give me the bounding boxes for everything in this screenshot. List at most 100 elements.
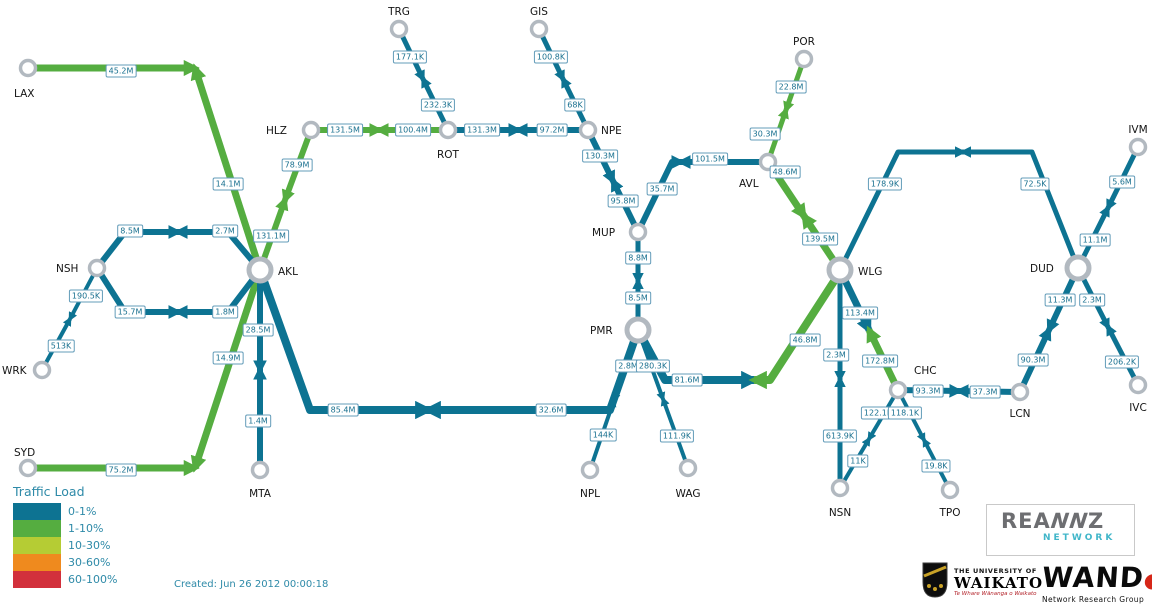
node-PMR[interactable]: [624, 316, 652, 344]
node-MUP[interactable]: [628, 222, 648, 242]
node-NSN[interactable]: [830, 478, 850, 498]
traffic-badge-wlg-nsn[interactable]: 613.9K: [822, 429, 858, 443]
legend-item: 0-1%: [13, 503, 117, 520]
traffic-badge-mup-pmr[interactable]: 8.5M: [625, 291, 651, 305]
traffic-badge-akl-mta[interactable]: 28.5M: [242, 323, 274, 337]
node-WLG[interactable]: [826, 256, 854, 284]
node-AKL[interactable]: [246, 256, 274, 284]
waikato-line1: THE UNIVERSITY OF: [954, 567, 1037, 575]
node-WRK[interactable]: [32, 360, 52, 380]
legend-item: 1-10%: [13, 520, 117, 537]
node-NSH[interactable]: [87, 258, 107, 278]
node-TRG[interactable]: [389, 19, 409, 39]
traffic-badge-syd-akl[interactable]: 14.9M: [212, 351, 244, 365]
traffic-badge-hlz-akl[interactable]: 131.1M: [253, 229, 289, 243]
node-IVM[interactable]: [1128, 137, 1148, 157]
traffic-badge-wlg-nsn[interactable]: 2.3M: [823, 348, 849, 362]
node-IVC[interactable]: [1128, 375, 1148, 395]
traffic-badge-nsh-akl-upper[interactable]: 8.5M: [117, 224, 143, 238]
traffic-badge-npe-mup[interactable]: 130.3M: [582, 149, 618, 163]
traffic-badge-mup-pmr[interactable]: 8.8M: [625, 251, 651, 265]
node-NPL[interactable]: [580, 460, 600, 480]
node-CHC[interactable]: [888, 380, 908, 400]
traffic-badge-lcn-dud[interactable]: 90.3M: [1017, 353, 1049, 367]
traffic-badge-akl-pmr[interactable]: 32.6M: [535, 403, 567, 417]
traffic-badge-lax-akl[interactable]: 14.1M: [212, 177, 244, 191]
traffic-badge-hlz-rot[interactable]: 100.4M: [395, 123, 431, 137]
node-POR[interactable]: [794, 49, 814, 69]
traffic-badge-mup-avl[interactable]: 101.5M: [692, 152, 728, 166]
traffic-badge-wlg-chc[interactable]: 113.4M: [842, 306, 878, 320]
traffic-badge-akl-mta[interactable]: 1.4M: [245, 414, 271, 428]
traffic-badge-lax-akl[interactable]: 45.2M: [105, 64, 137, 78]
link-pmr-wlg[interactable]: [748, 269, 844, 390]
link-mup-avl[interactable]: [635, 155, 686, 234]
node-LCN[interactable]: [1010, 382, 1030, 402]
traffic-badge-rot-npe[interactable]: 97.2M: [536, 123, 568, 137]
traffic-badge-gis-npe[interactable]: 68K: [564, 98, 586, 112]
traffic-badge-por-avl[interactable]: 30.3M: [749, 127, 781, 141]
traffic-badge-wlg-dud[interactable]: 178.9K: [867, 177, 903, 191]
traffic-badge-pmr-wag[interactable]: 111.9K: [659, 429, 695, 443]
traffic-badge-rot-npe[interactable]: 131.3M: [464, 123, 500, 137]
traffic-badge-chc-tpo[interactable]: 118.1K: [887, 406, 923, 420]
traffic-badge-chc-lcn[interactable]: 37.3M: [969, 385, 1001, 399]
link-wlg-dud[interactable]: [837, 146, 967, 272]
traffic-badge-gis-npe[interactable]: 100.8K: [533, 50, 569, 64]
link-lax-akl[interactable]: [190, 63, 264, 272]
reannz-text-rea: REA: [1001, 509, 1051, 533]
traffic-badge-nsh-wrk[interactable]: 513K: [47, 339, 75, 353]
traffic-badge-dud-ivc[interactable]: 2.3M: [1079, 293, 1105, 307]
traffic-badge-wlg-dud[interactable]: 72.5K: [1020, 177, 1050, 191]
traffic-badge-nsh-akl-lower[interactable]: 1.8M: [212, 305, 238, 319]
traffic-badge-hlz-rot[interactable]: 131.5M: [327, 123, 363, 137]
traffic-badge-pmr-wlg[interactable]: 81.6M: [671, 373, 703, 387]
traffic-badge-wlg-chc[interactable]: 172.8M: [862, 354, 898, 368]
traffic-badge-por-avl[interactable]: 22.8M: [775, 80, 807, 94]
traffic-badge-dud-ivc[interactable]: 206.2K: [1104, 355, 1140, 369]
traffic-badge-avl-wlg[interactable]: 139.5M: [802, 232, 838, 246]
traffic-badge-chc-tpo[interactable]: 19.8K: [921, 459, 951, 473]
traffic-badge-npe-mup[interactable]: 95.8M: [607, 194, 639, 208]
traffic-badge-akl-pmr[interactable]: 85.4M: [327, 403, 359, 417]
legend-swatch: [13, 554, 61, 571]
node-TPO[interactable]: [940, 480, 960, 500]
link-akl-pmr[interactable]: [422, 328, 642, 420]
traffic-badge-trg-rot[interactable]: 177.1K: [392, 50, 428, 64]
waikato-logo: THE UNIVERSITY OF WAIKATO Te Whare Wānan…: [922, 562, 1043, 602]
traffic-badge-pmr-npl[interactable]: 144K: [589, 428, 617, 442]
traffic-badge-mup-avl[interactable]: 35.7M: [646, 182, 678, 196]
traffic-badge-nsh-akl-upper[interactable]: 2.7M: [212, 224, 238, 238]
traffic-badge-dud-ivm[interactable]: 11.1M: [1079, 233, 1111, 247]
node-DUD[interactable]: [1064, 254, 1092, 282]
node-HLZ[interactable]: [301, 120, 321, 140]
traffic-badge-chc-lcn[interactable]: 93.3M: [912, 384, 944, 398]
link-akl-pmr[interactable]: [256, 268, 434, 420]
traffic-badge-pmr-wag[interactable]: 280.3K: [635, 359, 671, 373]
node-SYD[interactable]: [18, 458, 38, 478]
node-WAG[interactable]: [678, 458, 698, 478]
link-pmr-wlg[interactable]: [634, 328, 760, 390]
node-ROT[interactable]: [438, 120, 458, 140]
traffic-badge-nsh-akl-lower[interactable]: 15.7M: [114, 305, 146, 319]
traffic-badge-pmr-npl[interactable]: 2.8M: [615, 359, 641, 373]
traffic-badge-chc-nsn[interactable]: 122.1K: [860, 406, 896, 420]
node-NPE[interactable]: [578, 120, 598, 140]
node-label-TPO: TPO: [938, 507, 960, 519]
traffic-badge-dud-ivm[interactable]: 5.6M: [1109, 175, 1135, 189]
node-LAX[interactable]: [18, 58, 38, 78]
link-wlg-dud[interactable]: [959, 146, 1081, 269]
traffic-badge-syd-akl[interactable]: 75.2M: [105, 463, 137, 477]
reannz-text-nn: NN: [1046, 509, 1092, 533]
node-MTA[interactable]: [250, 460, 270, 480]
traffic-badge-trg-rot[interactable]: 232.3K: [420, 98, 456, 112]
traffic-badge-pmr-wlg[interactable]: 46.8M: [789, 333, 821, 347]
traffic-badge-nsh-wrk[interactable]: 190.5K: [68, 289, 104, 303]
traffic-badge-avl-wlg[interactable]: 48.6M: [769, 165, 801, 179]
traffic-badge-lcn-dud[interactable]: 11.3M: [1044, 293, 1076, 307]
link-syd-akl[interactable]: [190, 268, 264, 473]
traffic-badge-hlz-akl[interactable]: 78.9M: [281, 158, 313, 172]
traffic-badge-chc-nsn[interactable]: 11K: [847, 454, 869, 468]
node-GIS[interactable]: [529, 19, 549, 39]
